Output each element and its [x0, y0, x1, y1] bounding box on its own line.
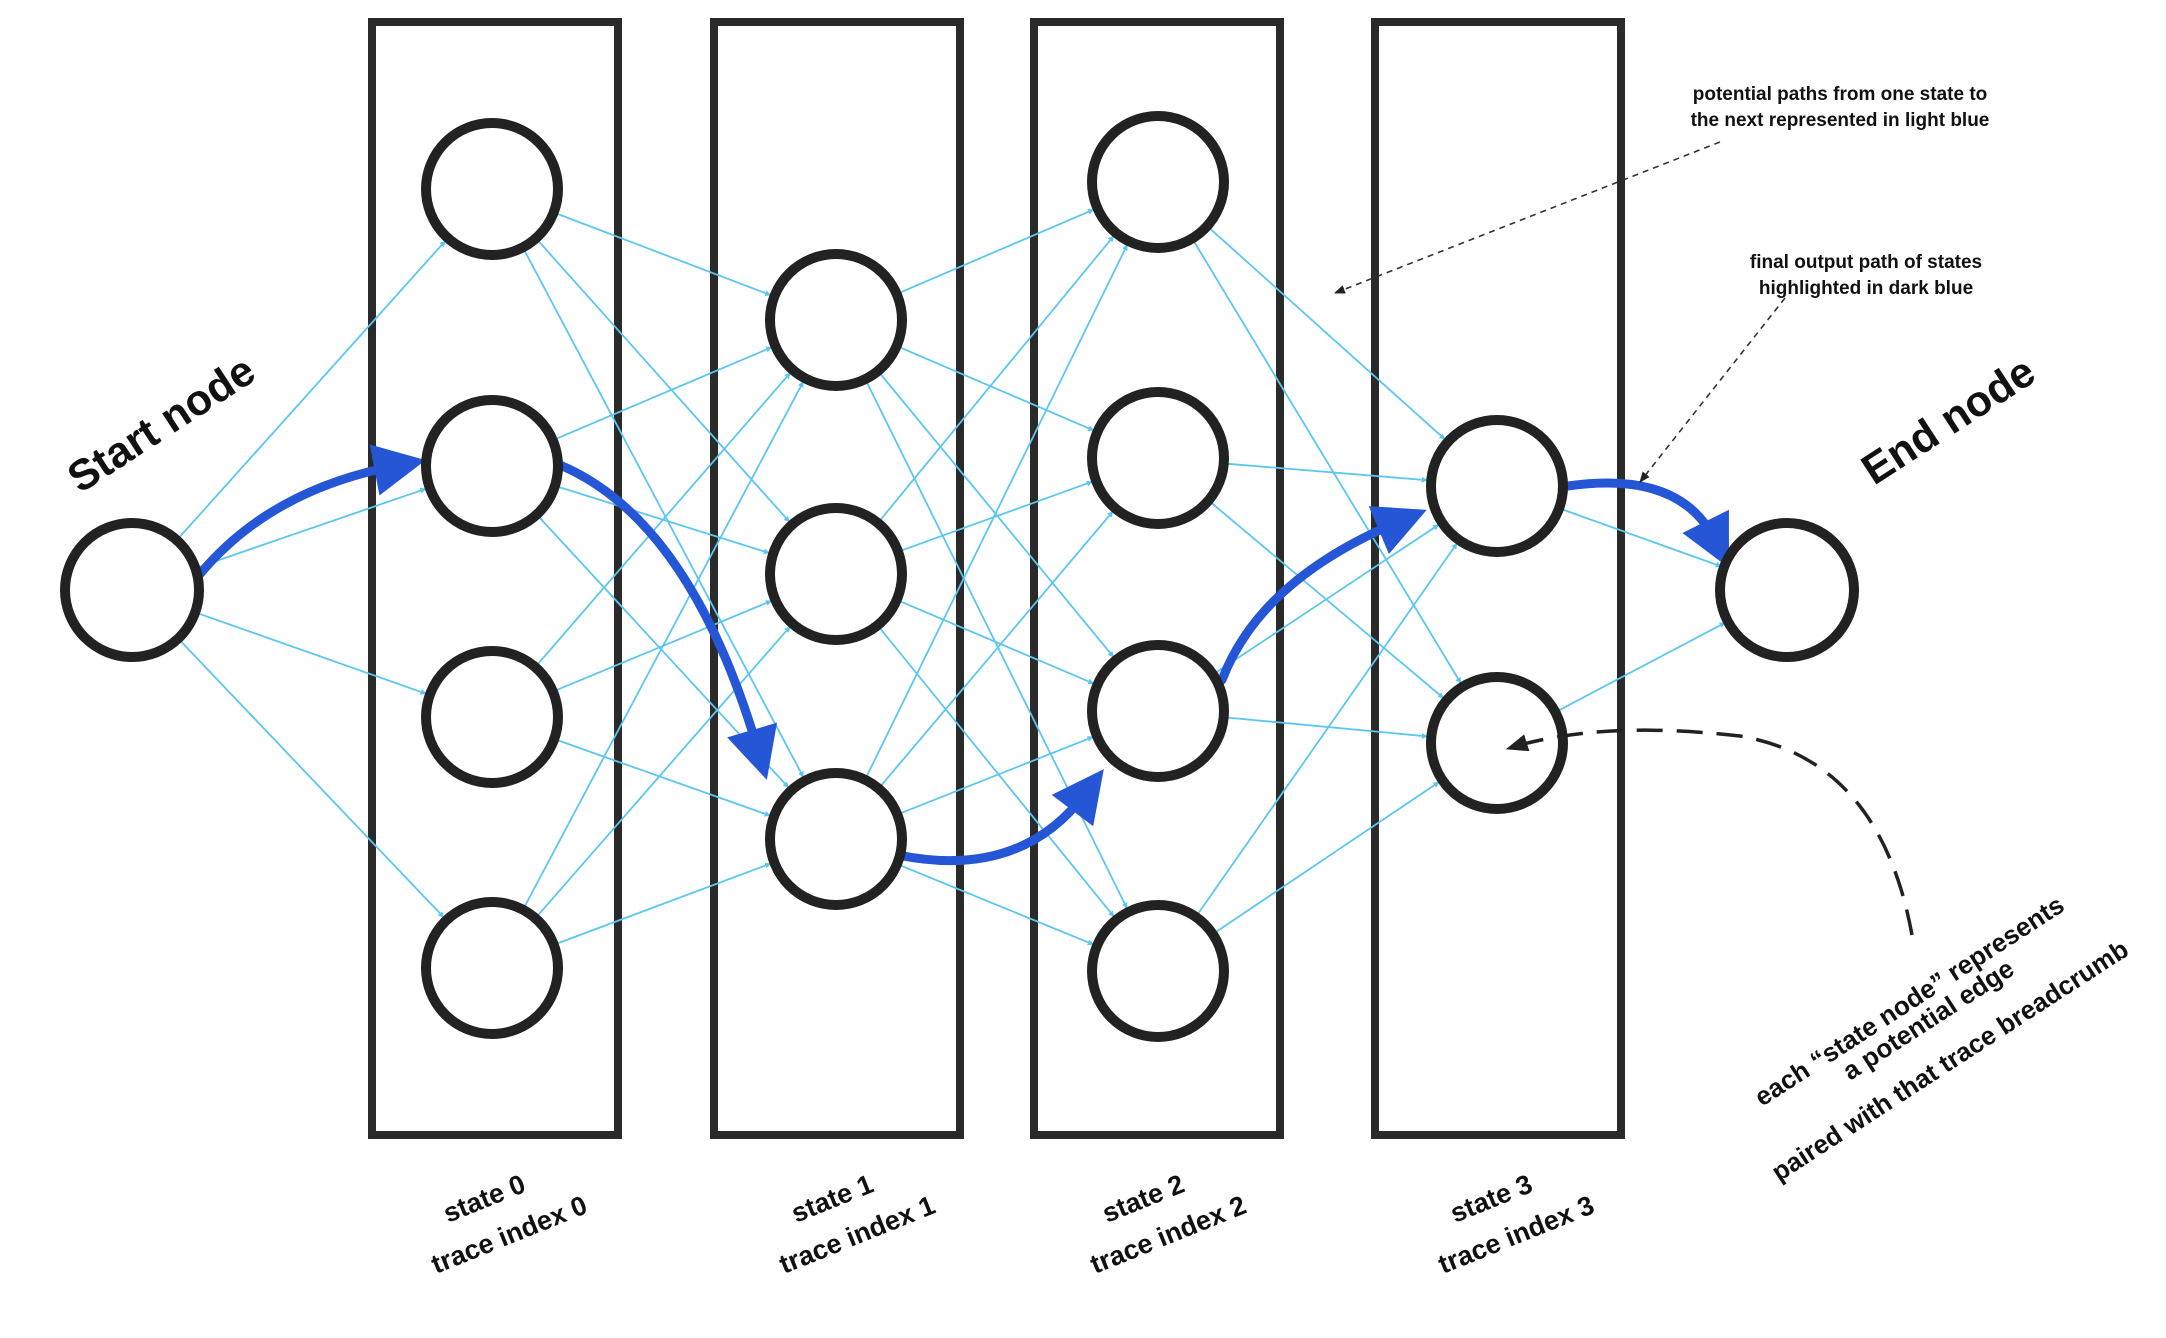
potential-edge-28	[1209, 228, 1446, 440]
potential-edge-16	[899, 208, 1095, 294]
potential-edge-1	[197, 487, 427, 569]
dark-note-line-2: highlighted in dark blue	[1759, 278, 1973, 299]
potential-edge-21	[901, 480, 1093, 552]
state-1-node-c	[765, 768, 907, 910]
potential-edge-22	[900, 600, 1095, 685]
dark-note-pointer	[1639, 297, 1786, 483]
potential-edge-32	[1215, 523, 1440, 674]
state-0-box	[368, 18, 622, 1139]
potential-edge-15	[557, 862, 772, 945]
start-node-label: Start node	[59, 346, 263, 502]
potential-edge-20	[879, 235, 1115, 521]
light-note-line-1: potential paths from one state to	[1693, 84, 1988, 105]
state-2-box	[1030, 18, 1284, 1139]
state-0-node-d	[421, 897, 563, 1039]
nodes	[60, 111, 1859, 1042]
potential-edge-4	[557, 213, 772, 296]
potential-edge-12	[557, 739, 771, 817]
potential-edge-25	[880, 510, 1114, 787]
potential-edge-13	[524, 381, 804, 907]
state-3-node-a	[1426, 415, 1568, 557]
state-3-box	[1371, 18, 1625, 1139]
potential-edge-14	[537, 626, 791, 916]
final-edge-s0-s1	[555, 460, 778, 780]
potential-edge-23	[879, 627, 1115, 918]
final-path	[195, 444, 1729, 866]
light-note-line-2: the next represented in light blue	[1691, 110, 1990, 131]
potential-edge-2	[197, 612, 427, 695]
state-2-node-b	[1087, 387, 1229, 529]
end-node-label: End node	[1853, 347, 2043, 494]
end-node	[1715, 518, 1859, 662]
state-2-node-d	[1087, 900, 1229, 1042]
potential-edge-5	[537, 240, 791, 523]
potential-edge-37	[1558, 621, 1726, 712]
state-0-node-a	[421, 118, 563, 260]
state-1-node-a	[765, 249, 907, 391]
final-edge-s3-end	[1563, 478, 1729, 568]
potential-edge-0	[178, 240, 446, 539]
annotation-pointers	[1333, 141, 1914, 936]
potential-edge-3	[179, 640, 445, 918]
potential-edge-17	[899, 346, 1095, 432]
state-1-node-b	[765, 503, 907, 645]
state-3-node-b	[1426, 672, 1568, 814]
dark-note-line-1: final output path of states	[1750, 252, 1982, 273]
potential-edge-7	[556, 346, 773, 440]
state-0-node-b	[421, 395, 563, 537]
potential-edge-10	[537, 372, 791, 665]
potential-edge-31	[1211, 502, 1444, 699]
potential-edge-27	[900, 864, 1094, 946]
state-0-node-c	[421, 646, 563, 788]
final-edge-s1-s2	[893, 769, 1104, 866]
potential-edge-6	[523, 250, 805, 778]
potential-edge-35	[1215, 781, 1440, 933]
final-edge-start-s0	[195, 444, 426, 579]
node-note-pointer	[1505, 728, 1914, 936]
state-boxes	[368, 18, 1625, 1139]
start-node	[60, 518, 204, 662]
potential-edge-34	[1197, 542, 1458, 915]
final-edge-s2-s3	[1217, 506, 1427, 685]
state-1-box	[710, 18, 964, 1139]
potential-edge-26	[900, 736, 1094, 814]
state-2-node-a	[1087, 111, 1229, 253]
potential-edge-29	[1193, 241, 1462, 684]
state-2-node-c	[1087, 640, 1229, 782]
potential-edge-8	[558, 486, 770, 555]
potential-paths	[178, 208, 1726, 946]
potential-edge-24	[865, 244, 1129, 777]
potential-edge-30	[1227, 462, 1428, 483]
light-note-pointer	[1333, 141, 1721, 294]
